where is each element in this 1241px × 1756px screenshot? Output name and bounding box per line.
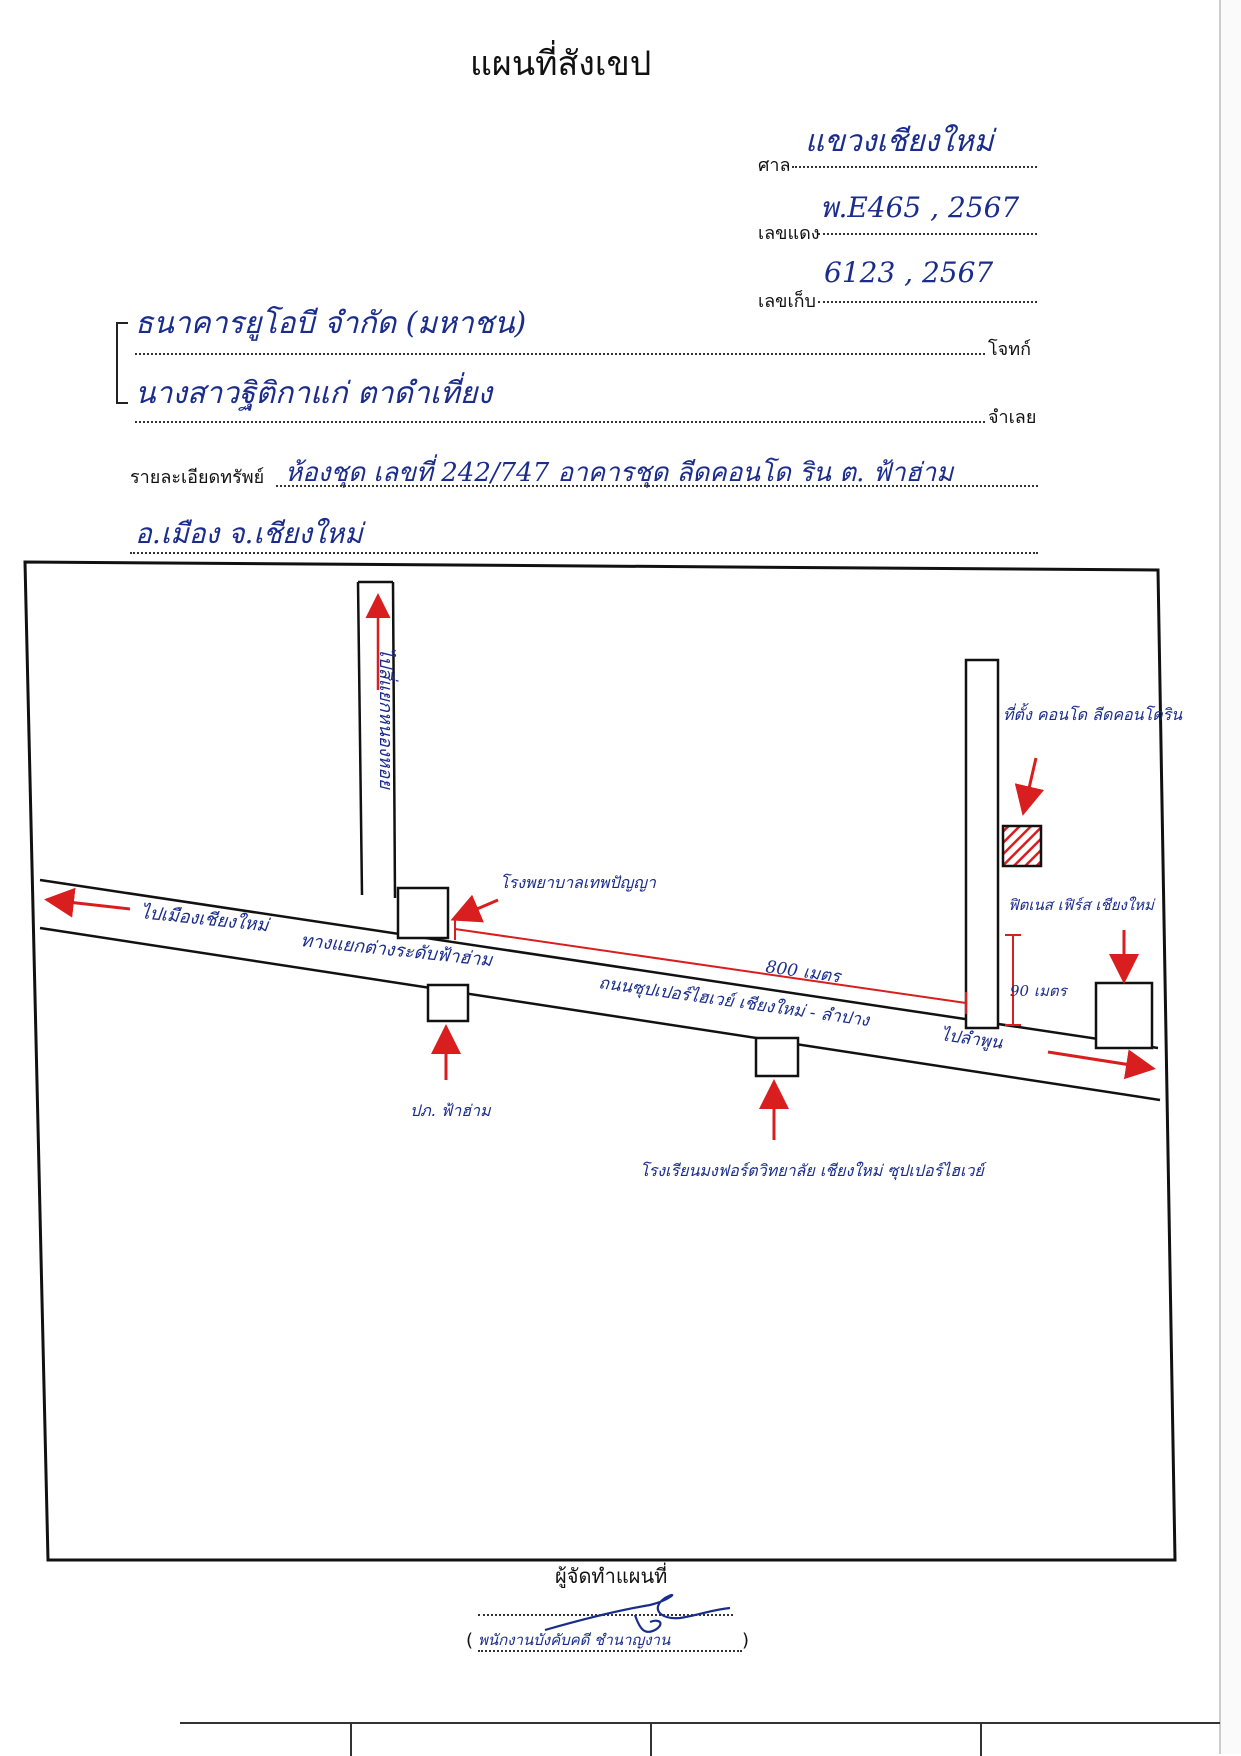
condo-label: ที่ตั้ง คอนโด ลีดคอนโดริน bbox=[1003, 703, 1183, 724]
condo-soi-road bbox=[964, 658, 1000, 1030]
condo-pointer-arrow bbox=[1014, 757, 1045, 816]
distance-line-800m bbox=[454, 928, 967, 1004]
property-line1: ห้องชุด เลขที่ 242/747 อาคารชุด ลีดคอนโด… bbox=[285, 458, 954, 488]
right-direction-arrow bbox=[1047, 1049, 1156, 1080]
defendant-label: จำเลย bbox=[988, 407, 1037, 428]
property-dotted-line-2 bbox=[130, 552, 1038, 554]
left-direction-label: ไปเมืองเชียงใหม่ bbox=[139, 901, 271, 937]
side-road-label: ไปสี่แยกหนองหอย bbox=[375, 647, 399, 790]
maker-name-open-paren: ( bbox=[466, 1630, 474, 1651]
left-direction-arrow bbox=[44, 887, 131, 918]
school-building bbox=[754, 1036, 800, 1078]
police-building bbox=[426, 983, 470, 1023]
map-frame bbox=[23, 560, 1177, 1562]
plaintiff-dotted-line bbox=[135, 353, 985, 355]
file-no-dotted-line bbox=[818, 301, 1037, 303]
property-label: รายละเอียดทรัพย์ bbox=[130, 467, 265, 488]
short-distance-label: 90 เมตร bbox=[1010, 982, 1069, 1000]
condo-location-marker bbox=[1001, 824, 1043, 868]
court-dotted-line bbox=[792, 166, 1037, 168]
red-case-value: พ.E465 , 2567 bbox=[820, 191, 1020, 224]
side-road-right-edge bbox=[391, 581, 397, 899]
maker-name-dotted-line bbox=[478, 1650, 742, 1652]
main-road-bottom-edge bbox=[39, 926, 1161, 1102]
red-case-label: เลขแดง bbox=[758, 223, 820, 244]
plaintiff-value: ธนาคารยูโอบี จำกัด (มหาชน) bbox=[135, 306, 527, 341]
hospital-pointer-arrow bbox=[450, 894, 499, 923]
distance-label: 800 เมตร bbox=[764, 957, 843, 988]
police-label: ปภ. ฟ้าฮ่าม bbox=[410, 1101, 492, 1120]
property-dotted-line-1 bbox=[276, 485, 1038, 487]
defendant-dotted-line bbox=[135, 421, 985, 423]
plaintiff-label: โจทก์ bbox=[988, 339, 1031, 360]
map-maker-label: ผู้จัดทำแผนที่ bbox=[555, 1564, 668, 1588]
file-no-label: เลขเก็บ bbox=[758, 291, 816, 312]
red-case-dotted-line bbox=[818, 233, 1037, 235]
side-road-left-edge bbox=[356, 581, 364, 896]
page-title: แผนที่สังเขป bbox=[470, 44, 652, 84]
court-value: แขวงเชียงใหม่ bbox=[805, 124, 994, 159]
maker-name: พนักงานบังคับคดี ชำนาญงาน bbox=[478, 1631, 671, 1649]
fitness-building bbox=[1094, 981, 1154, 1050]
fitness-label: ฟิตเนส เฟิร์ส เชียงใหม่ bbox=[1008, 896, 1156, 914]
adjacent-page-edge bbox=[1219, 0, 1241, 1754]
defendant-value: นางสาวฐิติกาแก่ ตาดำเที่ยง bbox=[135, 376, 492, 411]
parties-bracket bbox=[116, 322, 128, 404]
court-label: ศาล bbox=[758, 155, 791, 176]
file-no-value: 6123 , 2567 bbox=[824, 256, 994, 289]
hospital-label: โรงพยาบาลเทพปัญญา bbox=[500, 873, 657, 892]
maker-name-close-paren: ) bbox=[742, 1630, 750, 1651]
signature-scribble bbox=[544, 1593, 731, 1633]
property-line2: อ.เมือง จ.เชียงใหม่ bbox=[135, 517, 363, 550]
bottom-table-edge bbox=[180, 1722, 1220, 1756]
hospital-building bbox=[396, 886, 450, 940]
school-label: โรงเรียนมงฟอร์ตวิทยาลัย เชียงใหม่ ซุปเปอ… bbox=[640, 1161, 987, 1181]
